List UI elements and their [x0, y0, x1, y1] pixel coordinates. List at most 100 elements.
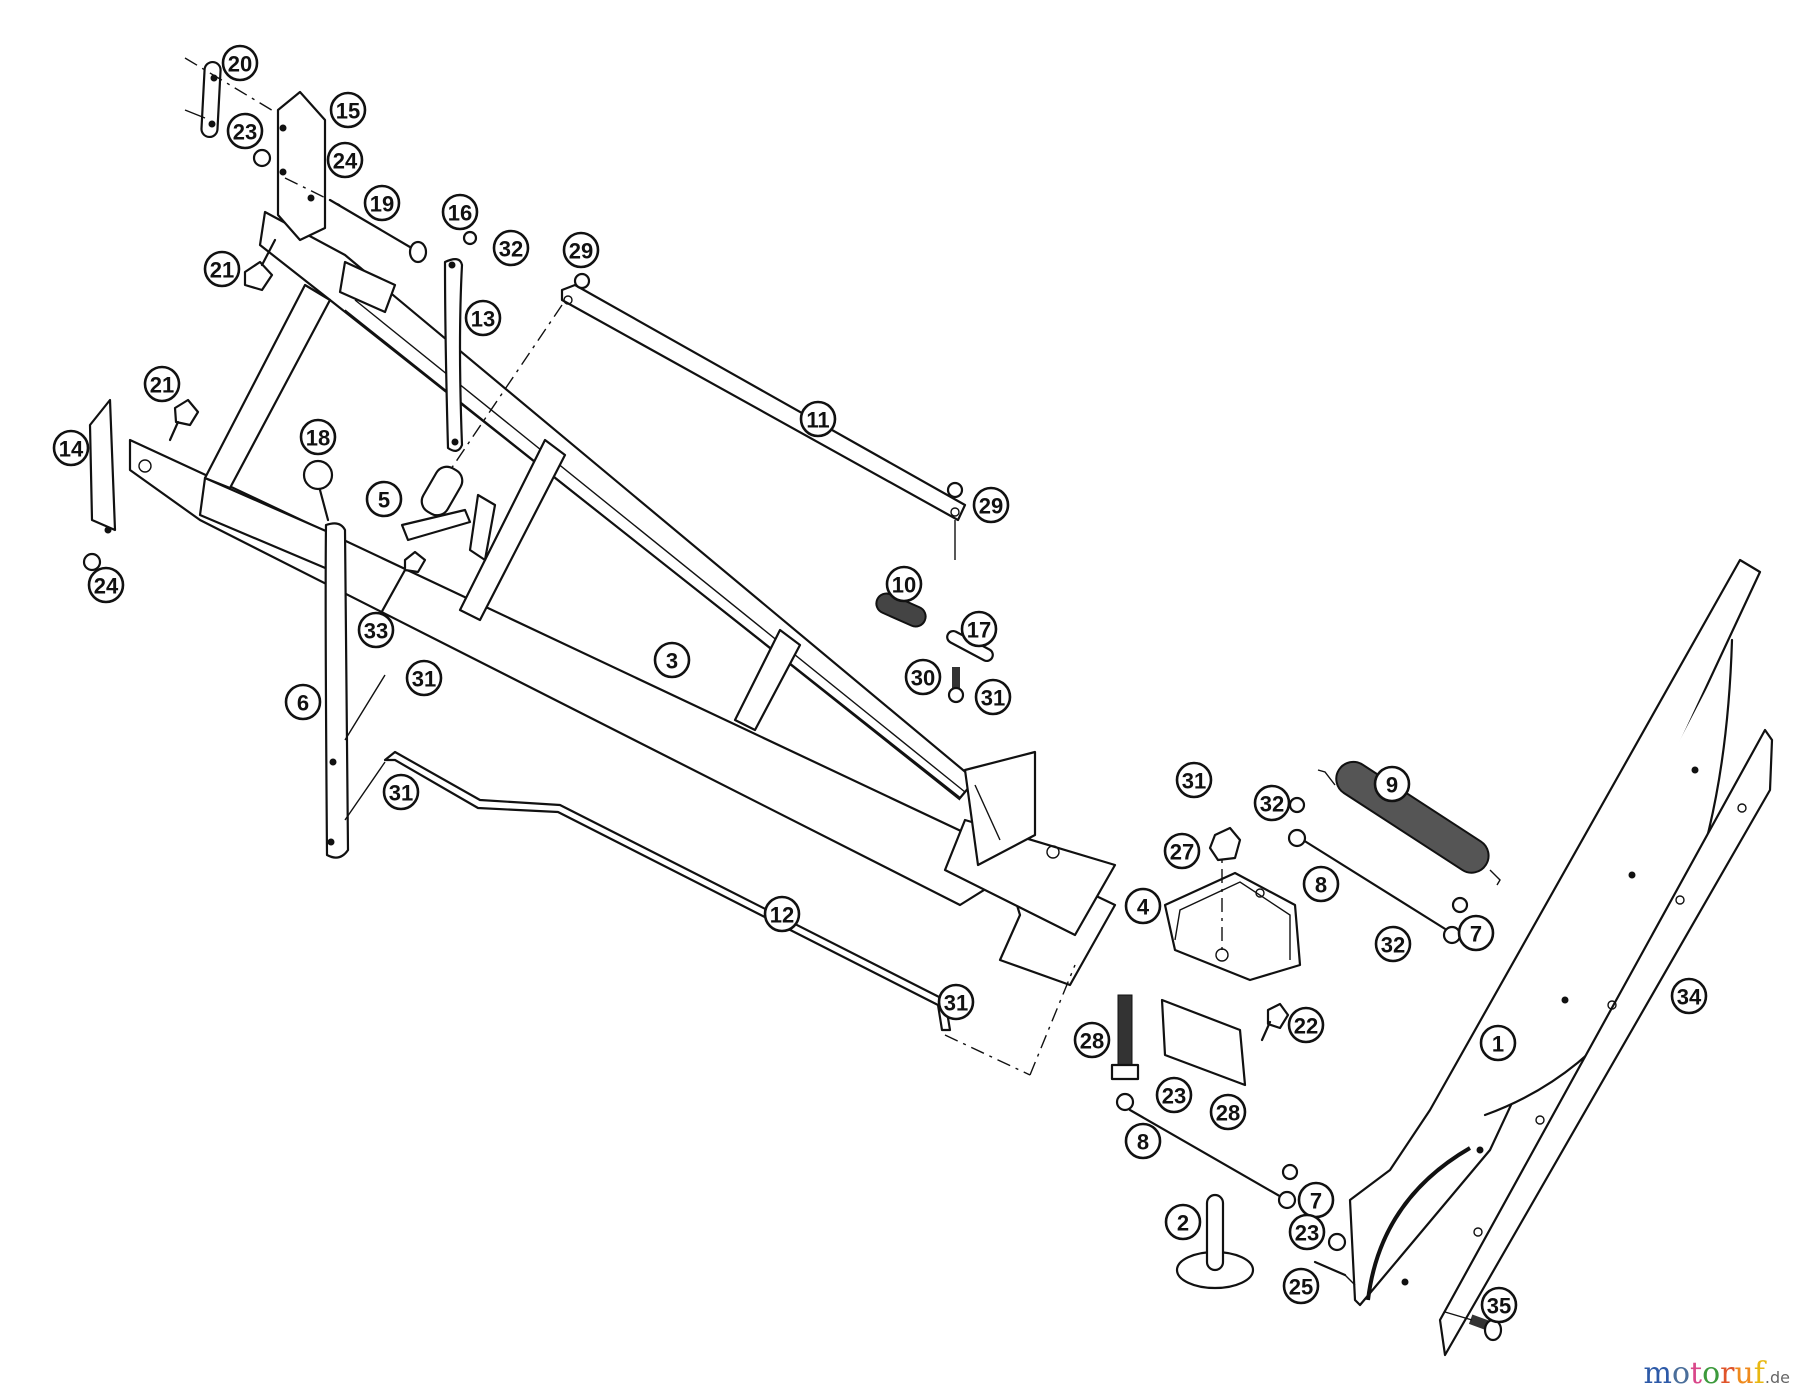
callout-number: 29: [569, 239, 593, 264]
callout-circle: [1163, 832, 1201, 870]
callout-number: 5: [378, 488, 390, 513]
watermark-letter: t: [1690, 1356, 1703, 1391]
callout-33: 33: [357, 611, 395, 649]
callout-17: 17: [960, 610, 998, 648]
callout-number: 4: [1137, 895, 1150, 920]
callout-8: 8: [1124, 1122, 1162, 1160]
mount-bracket-15: [276, 90, 327, 242]
callout-circle: [87, 566, 125, 604]
tie-rod-8-upper: [1287, 796, 1469, 945]
watermark-logo: motoruf.de: [1643, 1356, 1790, 1391]
callout-number: 31: [412, 667, 436, 692]
callout-number: 21: [210, 258, 234, 283]
watermark-letter: f: [1753, 1356, 1765, 1391]
callout-circle: [226, 112, 264, 150]
bolt-30: [947, 667, 965, 704]
callout-10: 10: [885, 565, 923, 603]
callout-31: 31: [1175, 761, 1213, 799]
callout-7: 7: [1457, 914, 1495, 952]
callout-18: 18: [299, 418, 337, 456]
callout-23: 23: [1288, 1213, 1326, 1251]
callout-number: 12: [770, 903, 794, 928]
callout-number: 8: [1137, 1130, 1149, 1155]
rod-12: [383, 750, 1076, 1076]
watermark-suffix: .de: [1764, 1368, 1790, 1387]
frame-cross-member-3: [733, 628, 802, 732]
fitting-33: [378, 550, 427, 617]
callout-circle: [363, 184, 401, 222]
frame-cross-member-2: [458, 438, 567, 622]
callout-circle: [405, 659, 443, 697]
callout-16: 16: [441, 193, 479, 231]
callout-29: 29: [562, 231, 600, 269]
callout-circle: [1209, 1093, 1247, 1131]
callout-circle: [1073, 1021, 1111, 1059]
callout-number: 7: [1470, 922, 1482, 947]
watermark-letter: u: [1734, 1356, 1754, 1391]
callout-15: 15: [329, 91, 367, 129]
link-13: [443, 230, 478, 452]
callout-7: 7: [1297, 1181, 1335, 1219]
callout-circle: [441, 193, 479, 231]
callout-number: 16: [448, 201, 472, 226]
callout-14: 14: [52, 429, 90, 467]
callout-number: 3: [666, 649, 678, 674]
callout-circle: [653, 641, 691, 679]
callout-number: 2: [1177, 1211, 1189, 1236]
callout-number: 8: [1315, 873, 1327, 898]
callout-19: 19: [363, 184, 401, 222]
callout-number: 30: [911, 666, 935, 691]
callout-circle: [365, 480, 403, 518]
callout-circle: [1124, 887, 1162, 925]
callout-number: 19: [370, 192, 394, 217]
knob-18: [302, 459, 334, 522]
callout-number: 25: [1289, 1275, 1313, 1300]
callout-number: 24: [333, 149, 358, 174]
lever-6: [324, 522, 386, 859]
callout-23: 23: [226, 112, 264, 150]
pivot-bracket-4: [1160, 840, 1302, 1087]
callout-number: 21: [150, 373, 174, 398]
callout-circle: [221, 44, 259, 82]
callout-number: 29: [979, 494, 1003, 519]
callout-27: 27: [1163, 832, 1201, 870]
callout-11: 11: [799, 400, 837, 438]
callout-number: 7: [1310, 1189, 1322, 1214]
callout-circle: [1302, 865, 1340, 903]
callout-circle: [299, 418, 337, 456]
callout-number: 31: [389, 781, 413, 806]
callout-34: 34: [1670, 977, 1708, 1015]
callout-number: 18: [306, 426, 330, 451]
callout-circle: [1670, 977, 1708, 1015]
callout-21: 21: [203, 250, 241, 288]
callout-circle: [1124, 1122, 1162, 1160]
callout-circle: [1288, 1213, 1326, 1251]
nut-23-bottom: [1327, 1232, 1347, 1252]
callout-21: 21: [143, 365, 181, 403]
callout-32: 32: [1374, 925, 1412, 963]
callout-circle: [382, 773, 420, 811]
callout-circle: [1164, 1203, 1202, 1241]
callout-13: 13: [464, 299, 502, 337]
callout-number: 1: [1492, 1032, 1504, 1057]
callout-circle: [1457, 914, 1495, 952]
callout-23: 23: [1155, 1076, 1193, 1114]
frame-upper-arm-sleeve: [338, 260, 397, 314]
watermark-letter: r: [1720, 1356, 1735, 1391]
callout-8: 8: [1302, 865, 1340, 903]
callout-30: 30: [904, 658, 942, 696]
callout-circle: [1175, 761, 1213, 799]
cutting-edge-34: [1438, 728, 1774, 1357]
mount-bracket-14: [82, 398, 200, 572]
a-frame: [128, 210, 1117, 987]
callout-35: 35: [1480, 1286, 1518, 1324]
callout-circle: [329, 91, 367, 129]
callout-number: 13: [471, 307, 495, 332]
callout-number: 35: [1487, 1294, 1511, 1319]
callout-circle: [326, 141, 364, 179]
callout-number: 14: [59, 437, 84, 462]
callout-2: 2: [1164, 1203, 1202, 1241]
callout-number: 32: [1381, 933, 1405, 958]
callout-31: 31: [405, 659, 443, 697]
